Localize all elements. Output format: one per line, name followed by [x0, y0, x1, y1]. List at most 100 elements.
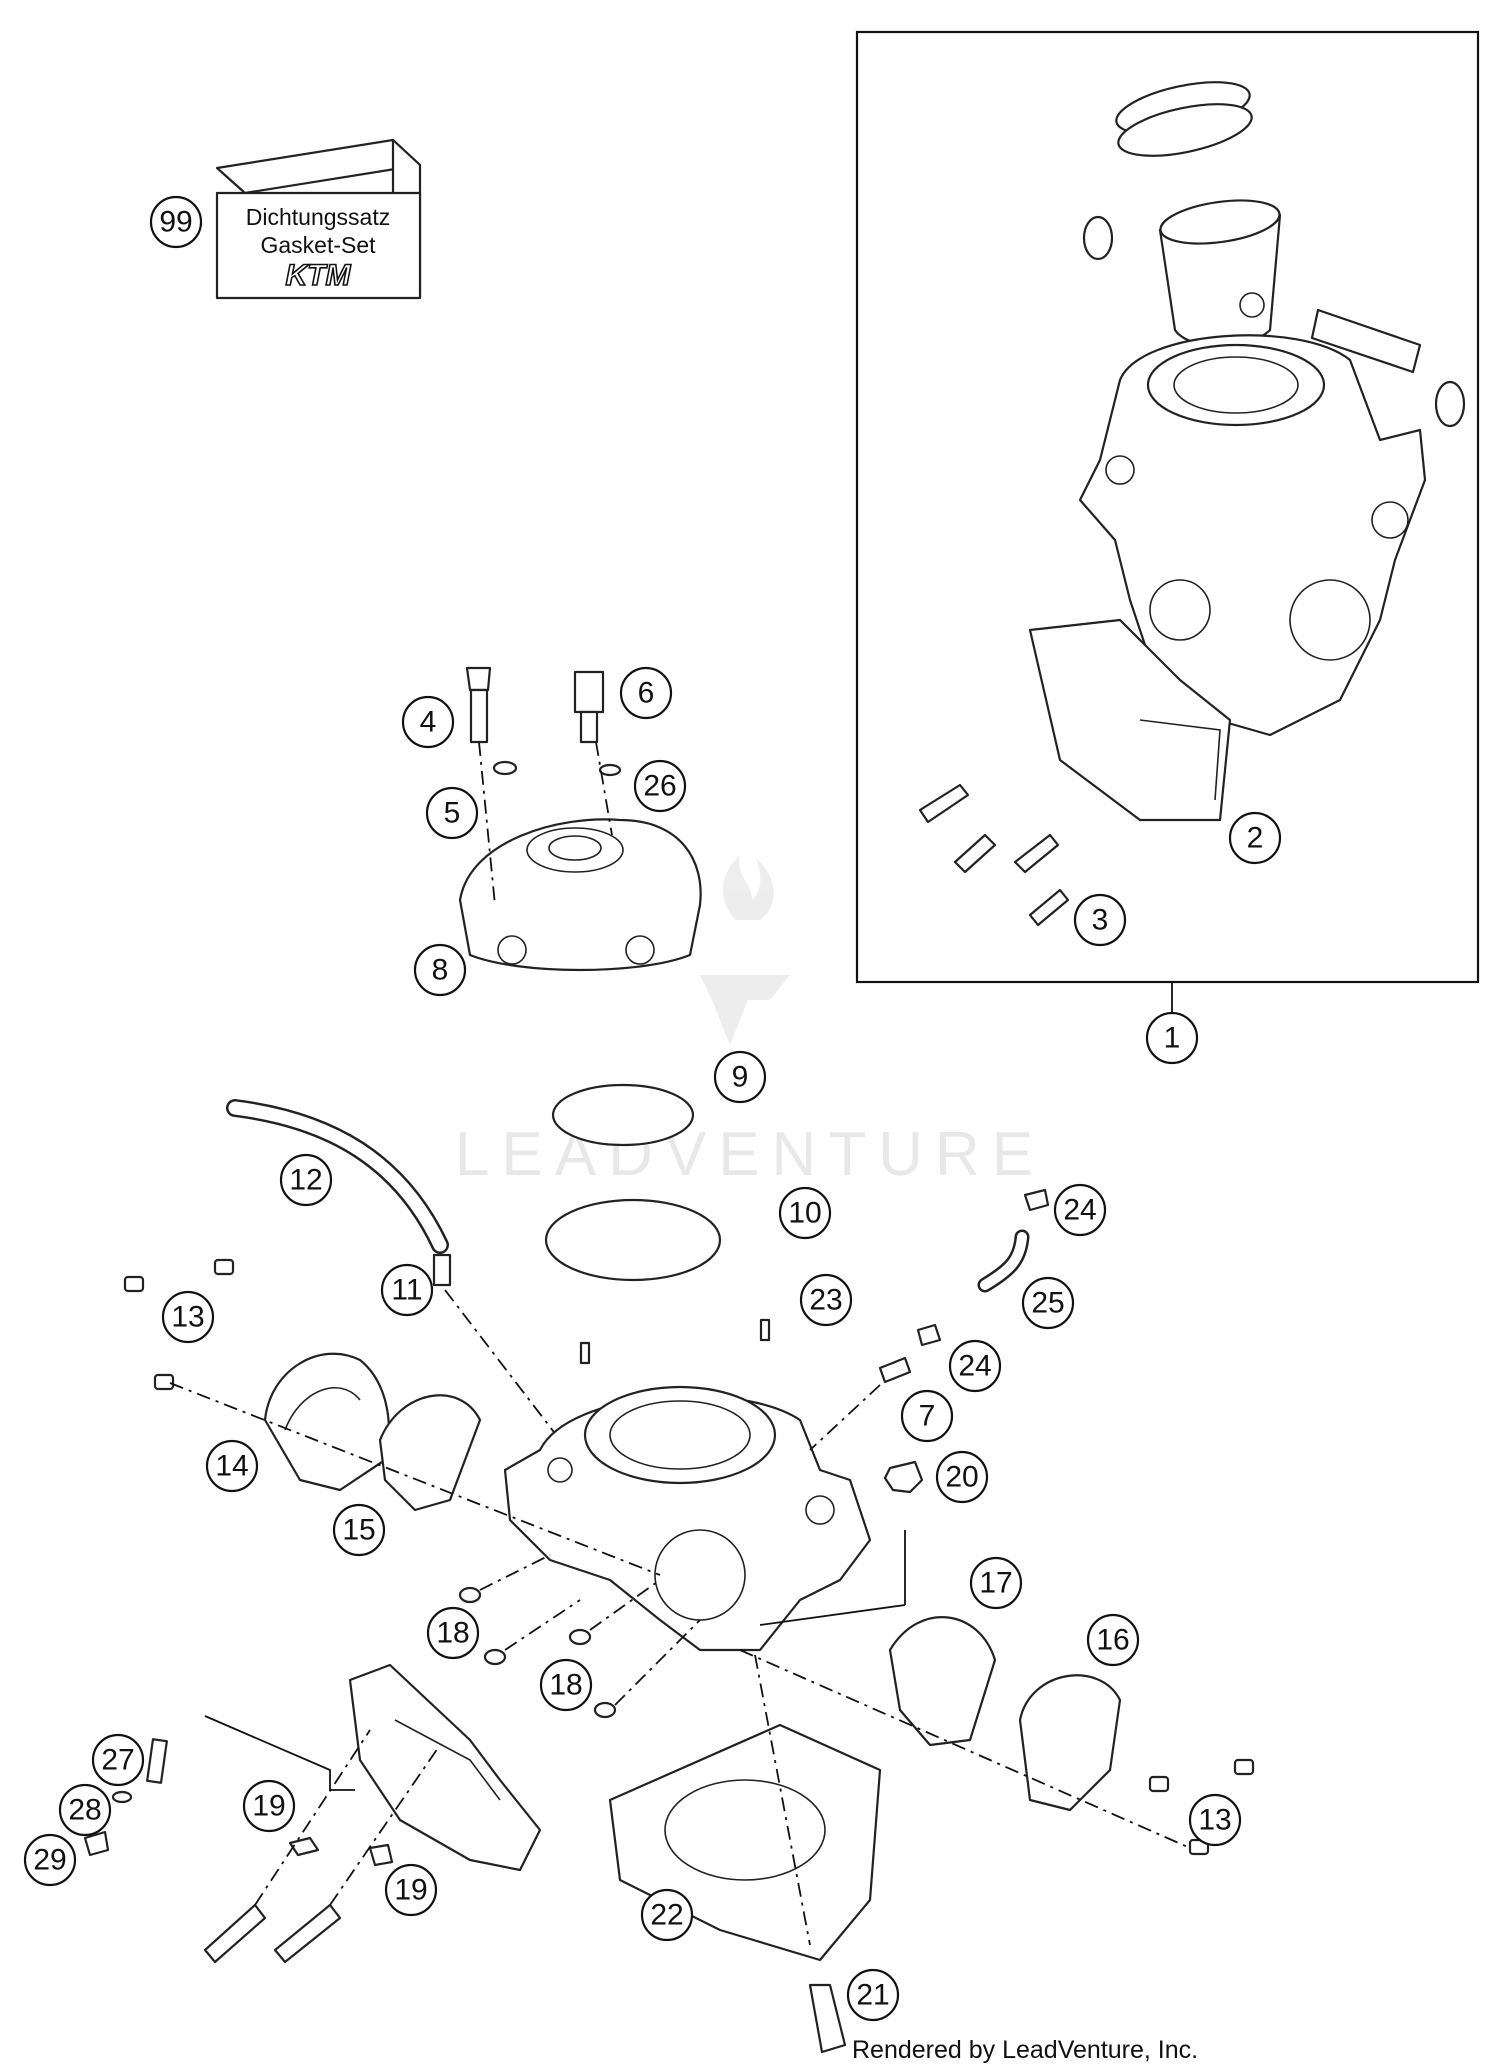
kit-bolts	[918, 783, 1070, 927]
svg-text:19: 19	[394, 1874, 427, 1907]
svg-text:19: 19	[252, 1790, 285, 1823]
callout-4: 4	[401, 695, 455, 749]
washer-26	[598, 763, 622, 777]
dowel-sleeve	[808, 1983, 847, 2054]
svg-text:24: 24	[958, 1350, 991, 1383]
temperature-sensor	[573, 670, 605, 744]
fitting-7	[878, 1356, 912, 1384]
right-gasket-17	[888, 1616, 997, 1747]
stud-27-28-29	[83, 1738, 168, 1857]
o-ring-10	[544, 1198, 722, 1282]
svg-text:25: 25	[1031, 1287, 1064, 1320]
callout-1: 1	[1145, 1011, 1199, 1065]
svg-text:6: 6	[638, 677, 655, 710]
callout-26: 26	[633, 759, 687, 813]
callout-18-left: 18	[426, 1606, 480, 1660]
exhaust-flange	[348, 1663, 542, 1872]
callout-19-left: 19	[242, 1779, 296, 1833]
callout-19-right: 19	[384, 1863, 438, 1917]
svg-text:2: 2	[1247, 822, 1264, 855]
main-cylinder	[503, 1385, 872, 1652]
head-bolt	[465, 666, 492, 744]
callout-2: 2	[1228, 811, 1282, 865]
svg-text:12: 12	[289, 1164, 322, 1197]
svg-text:15: 15	[342, 1514, 375, 1547]
callout-3: 3	[1073, 893, 1127, 947]
leadventure-watermark: LEADVENTURE	[455, 855, 1045, 1189]
svg-text:1: 1	[1164, 1022, 1181, 1055]
callout-21: 21	[846, 1968, 900, 2022]
svg-text:16: 16	[1096, 1624, 1129, 1657]
svg-text:5: 5	[444, 797, 461, 830]
callout-12: 12	[279, 1153, 333, 1207]
hose-nipple	[432, 1253, 452, 1287]
left-cover	[263, 1352, 390, 1492]
svg-text:29: 29	[33, 1844, 66, 1877]
cover-screws-bottom	[1148, 1758, 1255, 1856]
ktm-logo: KTM	[286, 259, 352, 292]
callout-10: 10	[778, 1186, 832, 1240]
svg-text:18: 18	[436, 1617, 469, 1650]
cover-screws-top	[123, 1258, 235, 1391]
svg-text:28: 28	[68, 1794, 101, 1827]
callout-99: 99	[149, 195, 203, 249]
cylinder-kit-frame	[855, 30, 1480, 984]
svg-text:99: 99	[159, 206, 192, 239]
kit-intake-flange	[1028, 618, 1232, 822]
callout-13-bottom: 13	[1188, 1793, 1242, 1847]
svg-text:22: 22	[650, 1899, 683, 1932]
callout-16: 16	[1086, 1613, 1140, 1667]
piston	[1082, 199, 1466, 428]
svg-text:11: 11	[391, 1274, 422, 1307]
bleed-fitting-24	[1023, 1188, 1050, 1212]
callout-18-right: 18	[539, 1658, 593, 1712]
svg-text:26: 26	[643, 770, 676, 803]
svg-text:9: 9	[732, 1061, 749, 1094]
dowel-pin-23	[579, 1318, 771, 1365]
watermark-text: LEADVENTURE	[455, 1120, 1045, 1189]
callout-24-top: 24	[1053, 1183, 1107, 1237]
svg-text:21: 21	[856, 1979, 889, 2012]
callout-5: 5	[425, 786, 479, 840]
callout-8: 8	[413, 943, 467, 997]
svg-text:23: 23	[809, 1284, 842, 1317]
flange-bolts	[203, 1903, 342, 1964]
svg-text:17: 17	[979, 1567, 1012, 1600]
callout-15: 15	[332, 1503, 386, 1557]
callout-9: 9	[713, 1050, 767, 1104]
callout-23: 23	[799, 1273, 853, 1327]
callout-25: 25	[1021, 1276, 1075, 1330]
callout-11: 11	[380, 1263, 434, 1317]
svg-text:13: 13	[1198, 1804, 1231, 1837]
svg-text:27: 27	[101, 1744, 134, 1777]
svg-text:8: 8	[432, 954, 449, 987]
svg-text:7: 7	[919, 1400, 936, 1433]
right-cover-16	[1018, 1674, 1122, 1812]
callout-6: 6	[619, 666, 673, 720]
callout-13-top: 13	[161, 1290, 215, 1344]
svg-text:24: 24	[1063, 1194, 1096, 1227]
callout-17: 17	[969, 1556, 1023, 1610]
callout-28: 28	[58, 1783, 112, 1837]
gasket-kit-box: Dichtungssatz Gasket-Set KTM	[215, 138, 422, 300]
vent-hose	[226, 1099, 449, 1254]
flange-leader	[204, 1715, 355, 1791]
callout-20: 20	[935, 1450, 989, 1504]
fitting-24b	[916, 1323, 942, 1347]
gasket-kit-line2: Gasket-Set	[260, 232, 376, 258]
cylinder-head	[458, 818, 702, 972]
piston-rings	[1115, 81, 1253, 157]
callout-14: 14	[205, 1439, 259, 1493]
svg-text:10: 10	[788, 1197, 821, 1230]
svg-text:20: 20	[945, 1461, 978, 1494]
callout-27: 27	[91, 1733, 145, 1787]
kit-cylinder	[1078, 334, 1427, 737]
callout-22: 22	[640, 1888, 694, 1942]
o-rings-18	[458, 1586, 617, 1719]
svg-text:4: 4	[420, 706, 437, 739]
svg-text:3: 3	[1092, 904, 1109, 937]
washer-5	[492, 760, 518, 776]
gasket-kit-line1: Dichtungssatz	[246, 204, 390, 230]
callout-7: 7	[900, 1389, 954, 1443]
